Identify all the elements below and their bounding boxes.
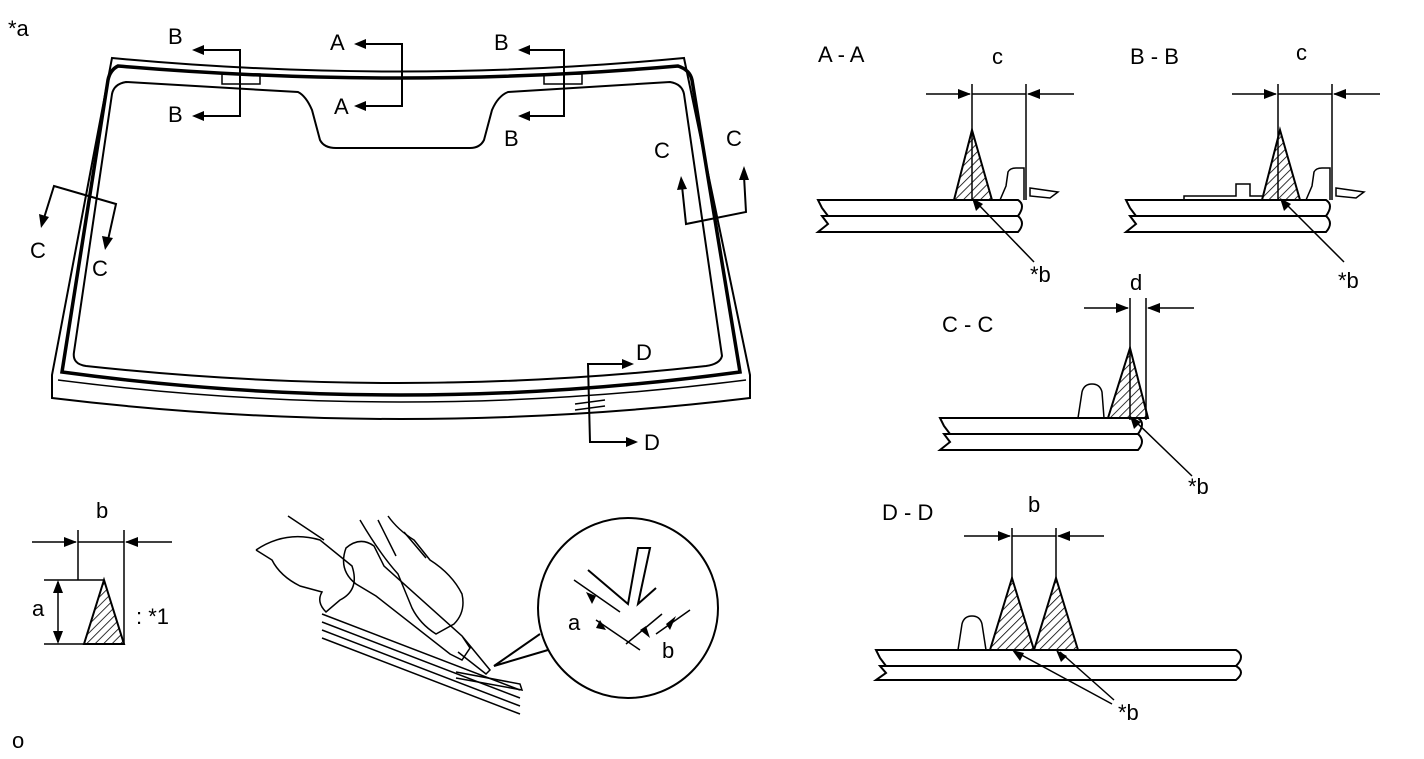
section-dd-bead-2 [1032,574,1080,651]
section-bb-clip [1183,183,1262,200]
section-line-a [362,43,403,107]
section-aa-title: A - A [818,42,865,67]
section-mark-c-right-2: C [726,126,742,151]
section-aa-callout: *b [1030,262,1051,287]
section-cc-callout: *b [1188,474,1209,499]
section-mark-b-left-bottom: B [168,102,183,127]
right-hand [359,515,464,635]
section-cc-title: C - C [942,312,993,337]
section-cc-glass [937,417,1143,451]
section-mark-b-left-top: B [168,24,183,49]
windshield-bottom-line [57,379,747,403]
section-dd-callout: *b [1118,700,1139,725]
left-hand [255,535,355,614]
section-cc-bead [1106,344,1150,419]
magnifier-circle [537,517,719,699]
section-dd-bead-1 [988,574,1036,651]
section-line-c-right [681,175,748,226]
magnified-bead [587,547,657,607]
section-bb-dim-label: c [1296,40,1307,65]
section-mark-b-right-bottom: B [504,126,519,151]
bead-profile-dim-width: b [96,498,108,523]
section-line-b-left [200,49,241,117]
windshield-overview: A A B B B B C C C C D D [30,24,751,455]
section-mark-c-left-1: C [30,238,46,263]
bead-on-glass [455,671,524,691]
section-mark-a-top: A [330,30,345,55]
section-dd-stopper [957,615,987,651]
section-aa-dim-label: c [992,44,1003,69]
section-dd-glass [872,649,1242,681]
bead-profile: b a : *1 [32,498,172,645]
section-mark-c-right-1: C [654,138,670,163]
bead-profile-label: : *1 [136,604,169,629]
section-mark-c-left-2: C [92,256,108,281]
windshield-inner-edge [72,80,724,384]
section-cc: C - C d *b [937,270,1209,499]
detail-dim-a: a [568,610,581,635]
section-dd-title: D - D [882,500,933,525]
section-bb-title: B - B [1130,44,1179,69]
section-line-b-right [526,49,565,117]
section-bb-callout: *b [1338,268,1359,293]
section-aa-molding [999,167,1060,201]
section-mark-d-top: D [636,340,652,365]
section-dd: D - D b *b [872,492,1242,725]
section-cc-stopper [1077,383,1105,419]
section-line-c-left [43,184,118,241]
section-cc-dim-label: d [1130,270,1142,295]
bead-profile-triangle [82,576,126,645]
section-bb-molding [1305,167,1366,201]
section-aa: A - A c *b [815,42,1074,287]
magnified-dim-lines [573,579,691,651]
windshield-molding [59,64,743,397]
magnifier-pointer [493,633,549,667]
section-aa-bead [952,126,994,201]
section-mark-b-right-top: B [494,30,509,55]
section-line-d [586,363,628,443]
section-mark-d-bottom: D [644,430,660,455]
corner-mark: o [12,728,24,753]
section-bb-glass [1123,199,1331,233]
glass-edge-lines [321,613,521,715]
section-dd-dim-label: b [1028,492,1040,517]
caulking-gun [342,540,492,676]
application-illustration: a b [255,515,719,715]
figure-label: *a [8,16,30,41]
section-aa-glass [815,199,1023,233]
detail-dim-b: b [662,638,674,663]
section-mark-a-bottom: A [334,94,349,119]
hand-lines [287,515,427,559]
section-bb-bead [1260,126,1302,201]
windshield-outer-edge [51,56,751,420]
section-bb: B - B c *b [1123,40,1380,293]
bead-profile-dim-height: a [32,596,45,621]
